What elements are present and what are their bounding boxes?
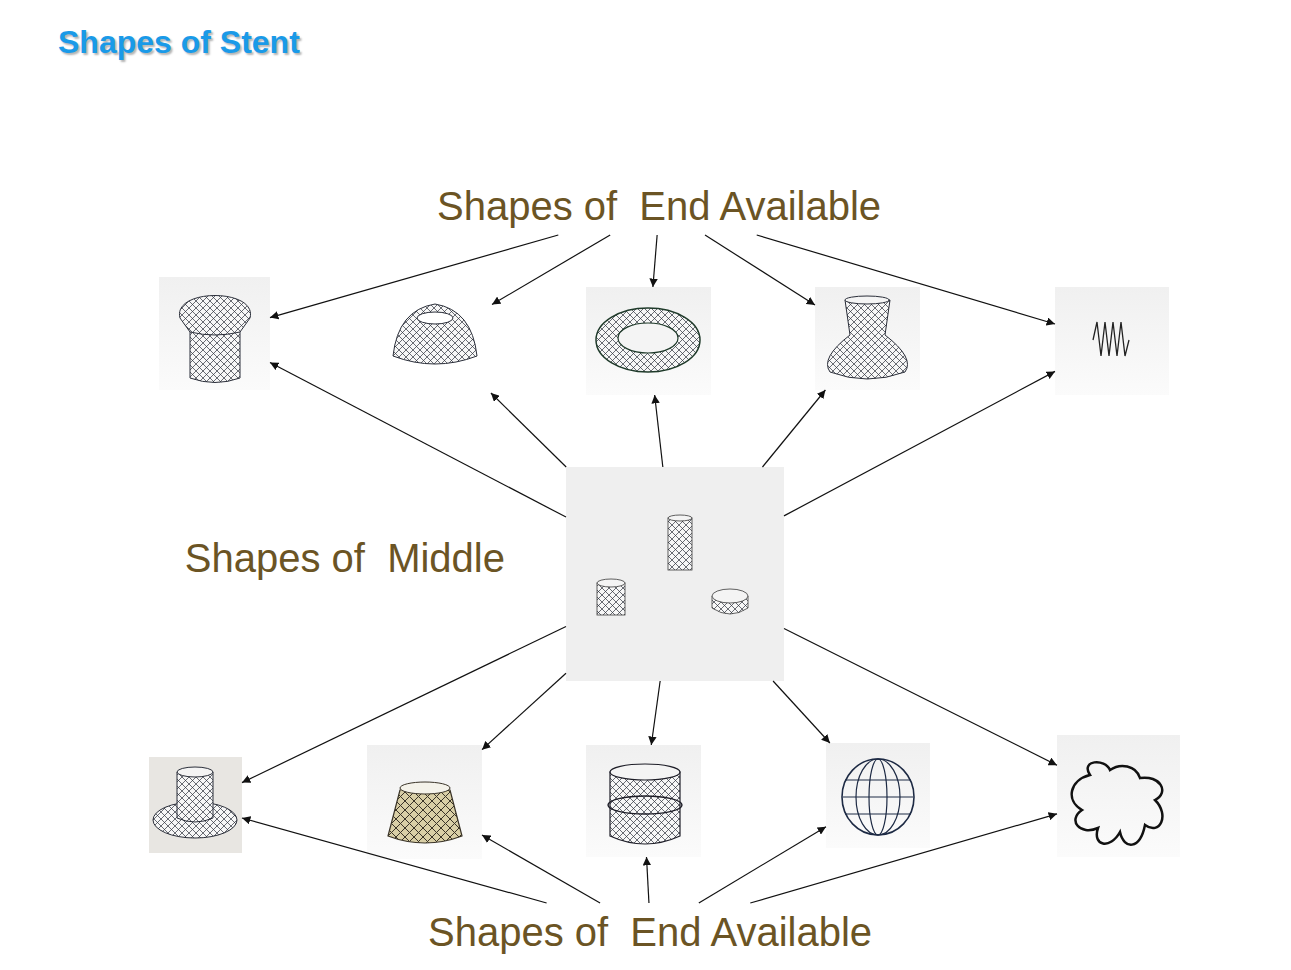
connector-arrow bbox=[492, 235, 610, 304]
stent-picture-box: Shapes of Middle bbox=[566, 467, 784, 681]
photo-ground bbox=[1057, 735, 1180, 857]
connector-arrow bbox=[655, 395, 663, 467]
ring-stent-photo bbox=[586, 287, 711, 395]
connector-arrow bbox=[757, 235, 1055, 324]
stent-body bbox=[177, 772, 213, 822]
stent-body bbox=[828, 300, 908, 379]
connector-arrow bbox=[270, 235, 558, 318]
stent-band bbox=[608, 796, 682, 814]
photo-ground bbox=[815, 287, 920, 390]
photo-ground bbox=[149, 757, 242, 853]
connector-arrow bbox=[491, 393, 566, 467]
stent-picture-box bbox=[159, 277, 270, 390]
stent-coil bbox=[1093, 322, 1129, 356]
connector-arrow bbox=[699, 827, 826, 903]
heading-text: Shapes of Middle bbox=[185, 535, 505, 581]
stent-picture-box bbox=[378, 283, 492, 393]
bowl-stent-photo bbox=[378, 283, 492, 393]
hat-stent-photo bbox=[149, 757, 242, 853]
stent-picture-box bbox=[586, 745, 701, 857]
connector-arrow bbox=[651, 681, 660, 745]
stent-picture-box bbox=[367, 745, 482, 859]
short-stent-end bbox=[597, 579, 625, 587]
stent-opening bbox=[177, 767, 213, 777]
page-title: Shapes of Stent bbox=[58, 24, 300, 61]
connector-arrow bbox=[784, 629, 1057, 766]
stent-opening bbox=[610, 764, 680, 780]
connector-arrow bbox=[242, 627, 566, 783]
flared-stent-photo bbox=[815, 287, 920, 390]
heading-box: Shapes of End Available bbox=[422, 903, 879, 961]
connector-arrow bbox=[270, 362, 566, 517]
stent-body bbox=[610, 772, 680, 844]
photo-ground bbox=[367, 745, 482, 859]
stent-opening bbox=[417, 312, 453, 324]
stent-body bbox=[190, 328, 240, 383]
connector-arrow bbox=[762, 390, 825, 467]
stent-ring bbox=[596, 308, 700, 372]
photo-ground bbox=[826, 743, 930, 848]
covered-stent-photo bbox=[367, 745, 482, 859]
heading-text: Shapes of End Available bbox=[437, 183, 882, 229]
heading-box: Shapes of End Available bbox=[431, 177, 888, 235]
stent-hoop bbox=[843, 780, 913, 814]
coil-stent-photo bbox=[1055, 287, 1169, 395]
mushroom-stent-photo bbox=[159, 277, 270, 390]
connector-arrow bbox=[653, 235, 657, 287]
photo-ground bbox=[566, 467, 784, 681]
stent-flare bbox=[393, 304, 477, 364]
stent-opening bbox=[618, 323, 678, 353]
middle-stents-photo bbox=[566, 467, 784, 681]
connector-arrow bbox=[646, 857, 648, 903]
stent-picture-box bbox=[1055, 287, 1169, 395]
connector-arrow bbox=[750, 814, 1057, 903]
stent-picture-box bbox=[586, 287, 711, 395]
connector-arrow bbox=[705, 235, 815, 305]
wire-shape bbox=[1072, 762, 1163, 845]
ring-stent-end bbox=[712, 589, 748, 603]
connector-arrow bbox=[482, 835, 600, 903]
short-stent bbox=[597, 583, 625, 615]
photo-ground bbox=[378, 283, 492, 393]
long-stent bbox=[668, 518, 692, 570]
photo-ground bbox=[586, 287, 711, 395]
stent-picture-box bbox=[1057, 735, 1180, 857]
connector-arrow bbox=[242, 818, 547, 903]
photo-ground bbox=[586, 745, 701, 857]
double-flange-stent-photo bbox=[586, 745, 701, 857]
stent-picture-box bbox=[149, 757, 242, 853]
stent-opening bbox=[845, 296, 889, 304]
stent-picture-box bbox=[826, 743, 930, 848]
connector-arrow bbox=[773, 681, 830, 743]
connector-arrow bbox=[482, 673, 566, 749]
stent-opening bbox=[400, 782, 450, 794]
basket-stent-photo bbox=[826, 743, 930, 848]
connector-arrow bbox=[784, 371, 1055, 515]
stent-flare bbox=[179, 296, 250, 336]
photo-ground bbox=[159, 277, 270, 390]
stent-picture-box bbox=[815, 287, 920, 390]
long-stent-end bbox=[668, 515, 692, 521]
wire-form-photo bbox=[1057, 735, 1180, 857]
photo-ground bbox=[1055, 287, 1169, 395]
heading-text: Shapes of End Available bbox=[428, 909, 873, 955]
stent-outline bbox=[842, 759, 914, 835]
